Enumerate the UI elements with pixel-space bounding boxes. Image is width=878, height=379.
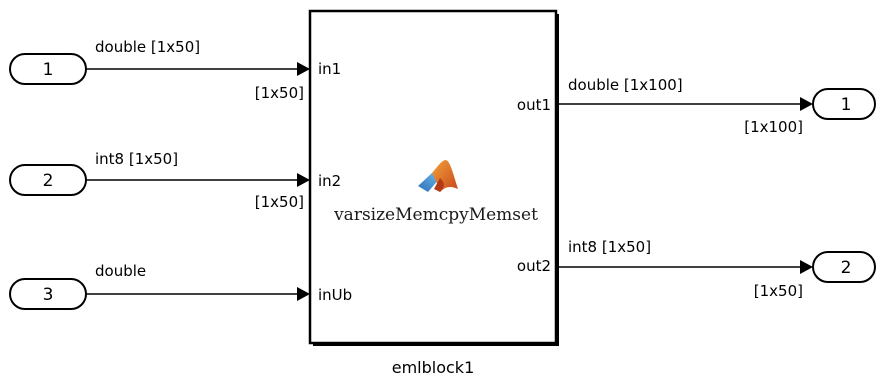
outport-1-number: 1 (841, 95, 852, 115)
outport-1[interactable]: 1 (812, 88, 876, 120)
inport-1[interactable]: 1 (9, 53, 87, 85)
inport-1-number: 1 (43, 60, 54, 80)
arrowhead-icon (800, 260, 813, 274)
matlab-function-block[interactable]: in1 in2 inUb out1 out2 varsizeMemcpyMems… (308, 9, 559, 346)
arrowhead-icon (297, 62, 310, 76)
block-input-in2: in2 (318, 172, 341, 190)
signal-type-label-inUb: double (95, 262, 146, 280)
signal-type-label-out1: double [1x100] (568, 76, 683, 94)
signal-type-label-in1: double [1x50] (95, 38, 200, 56)
signal-line-in1[interactable] (86, 62, 310, 76)
signal-type-label-out2: int8 [1x50] (568, 238, 651, 256)
inport-3-number: 3 (43, 285, 54, 305)
block-output-out1: out1 (517, 96, 551, 114)
inport-3[interactable]: 3 (9, 278, 87, 310)
signal-line-inUb[interactable] (86, 287, 310, 301)
matlab-logo-icon (418, 160, 458, 192)
signal-dims-label-in2: [1x50] (255, 193, 304, 211)
block-input-inUb: inUb (318, 286, 352, 304)
signal-line-out2[interactable] (557, 260, 813, 274)
inport-2-number: 2 (43, 171, 54, 191)
block-output-out2: out2 (517, 257, 551, 275)
signal-type-label-in2: int8 [1x50] (95, 150, 178, 168)
inport-2[interactable]: 2 (9, 164, 87, 196)
signal-dims-label-in1: [1x50] (255, 84, 304, 102)
block-function-name: varsizeMemcpyMemset (333, 205, 538, 225)
signal-line-in2[interactable] (86, 173, 310, 187)
block-caption: emlblock1 (392, 358, 475, 377)
arrowhead-icon (297, 173, 310, 187)
arrowhead-icon (297, 287, 310, 301)
arrowhead-icon (800, 97, 813, 111)
signal-line-out1[interactable] (557, 97, 813, 111)
outport-2[interactable]: 2 (812, 251, 876, 283)
signal-dims-label-out1: [1x100] (744, 118, 803, 136)
signal-dims-label-out2: [1x50] (754, 282, 803, 300)
outport-2-number: 2 (841, 258, 852, 278)
block-input-in1: in1 (318, 60, 341, 78)
